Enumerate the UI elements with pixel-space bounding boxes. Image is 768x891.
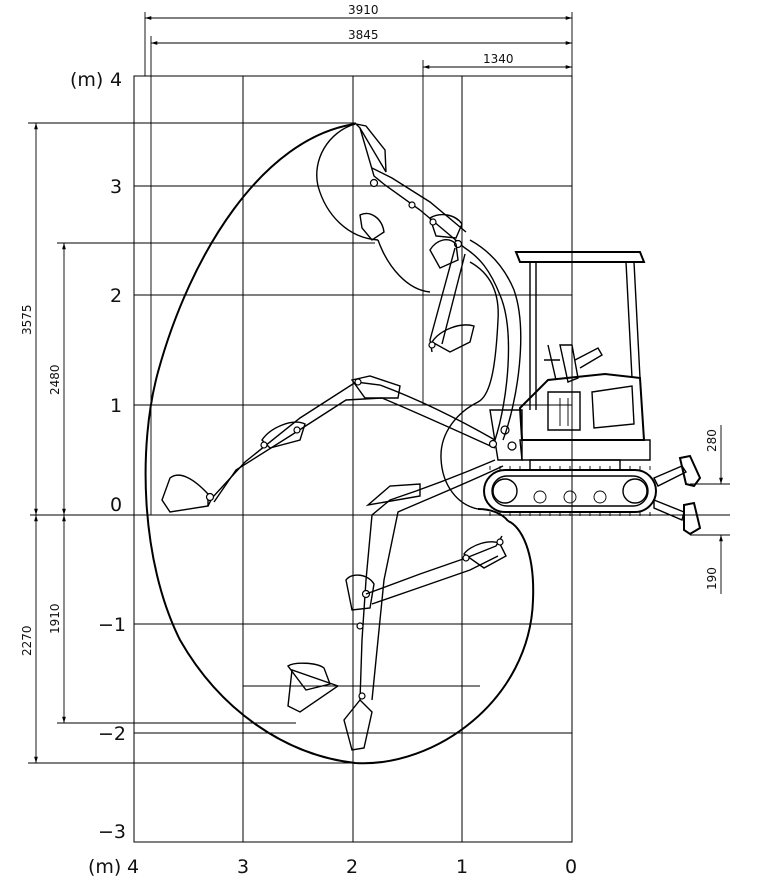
- dim-190: 190: [705, 567, 719, 590]
- y-unit-label: (m): [70, 69, 103, 91]
- working-range-envelope: [144, 123, 535, 765]
- y-tick-minus-2: −2: [98, 723, 126, 745]
- y-tick-minus-1: −1: [98, 614, 126, 636]
- excavator-machine: [483, 251, 702, 536]
- grid: [30, 75, 730, 843]
- y-tick-2: 2: [110, 285, 122, 307]
- y-tick-minus-3: −3: [98, 821, 126, 843]
- y-tick-4: 4: [110, 69, 122, 91]
- dim-280: 280: [705, 429, 719, 452]
- dim-3575: 3575: [20, 304, 34, 335]
- dim-1910: 1910: [48, 603, 62, 634]
- dim-3845: 3845: [348, 28, 379, 42]
- x-tick-2: 2: [346, 856, 358, 878]
- dim-1340: 1340: [483, 52, 514, 66]
- y-tick-1: 1: [110, 395, 122, 417]
- top-dimensions: 3910 3845 1340: [144, 3, 573, 515]
- right-dimensions: 280 190: [690, 425, 730, 594]
- axis-labels: (m) (m) 4 3 2 1 0 4 3 2 1 0 −1 −2 −3: [70, 69, 577, 878]
- left-dimensions: 3575 2480 1910 2270: [20, 122, 480, 764]
- boom-arm-positions: [161, 122, 522, 751]
- x-tick-0: 0: [565, 856, 577, 878]
- y-tick-0: 0: [110, 494, 122, 516]
- x-tick-1: 1: [456, 856, 468, 878]
- x-tick-3: 3: [237, 856, 249, 878]
- dim-2270: 2270: [20, 625, 34, 656]
- x-tick-4: 4: [127, 856, 139, 878]
- y-tick-3: 3: [110, 176, 122, 198]
- dim-2480: 2480: [48, 364, 62, 395]
- x-unit-label: (m): [88, 856, 121, 878]
- dim-3910: 3910: [348, 3, 379, 17]
